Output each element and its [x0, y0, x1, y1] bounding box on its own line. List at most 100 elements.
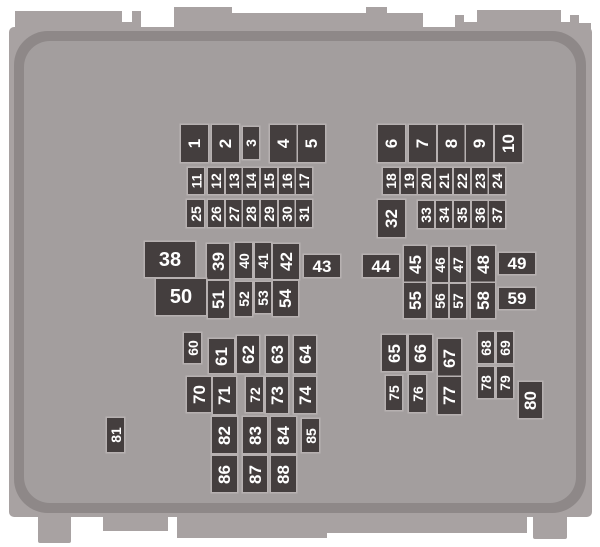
fuse-label: 2 [216, 138, 235, 149]
fuse-label: 4 [274, 138, 293, 149]
fuse-label: 34 [435, 206, 452, 223]
fuse-39: 39 [207, 244, 229, 279]
fuse-label: 35 [453, 206, 470, 223]
fuse-label: 66 [410, 343, 430, 363]
housing-top-fill-mid [464, 22, 478, 29]
fuse-label: 21 [435, 173, 452, 189]
fuse-label: 70 [189, 385, 209, 404]
fuse-label: 48 [473, 254, 493, 274]
fuse-label: 29 [260, 205, 277, 222]
fuse-79: 79 [497, 367, 513, 398]
fuse-64: 64 [294, 336, 316, 373]
fuse-14: 14 [243, 168, 259, 194]
fuse-13: 13 [226, 168, 242, 194]
fuse-label: 39 [208, 252, 228, 271]
fuse-label: 63 [267, 345, 287, 364]
housing-top-fill-left [122, 22, 134, 29]
fuse-9: 9 [466, 125, 493, 162]
fuse-26: 26 [208, 200, 224, 227]
fuse-label: 64 [295, 345, 315, 364]
fuse-8: 8 [438, 125, 465, 162]
housing-top-block-right [477, 10, 561, 29]
fuse-15: 15 [261, 168, 277, 194]
fuse-17: 17 [296, 168, 312, 194]
housing-top-edge-right [579, 23, 591, 29]
fuse-83: 83 [243, 417, 267, 453]
fuse-24: 24 [489, 168, 505, 194]
fuse-label: 5 [302, 138, 321, 149]
housing-bottom-tab-1 [38, 515, 71, 543]
fuse-80: 80 [519, 382, 542, 418]
fuse-19: 19 [401, 168, 417, 194]
fuse-28: 28 [243, 200, 259, 227]
fuse-78: 78 [478, 367, 494, 398]
fuse-label: 53 [254, 289, 271, 306]
fuse-48: 48 [471, 246, 495, 282]
fuse-84: 84 [271, 417, 296, 453]
fuse-37: 37 [489, 201, 505, 228]
fuse-label: 87 [245, 464, 265, 484]
fuse-49: 49 [499, 253, 535, 274]
fuse-77: 77 [438, 377, 461, 414]
fuse-label: 58 [473, 291, 493, 310]
fuse-57: 57 [450, 284, 466, 318]
fuse-18: 18 [383, 168, 399, 194]
fuse-30: 30 [279, 200, 295, 227]
fuse-60: 60 [184, 333, 201, 363]
fuse-label: 40 [235, 252, 252, 269]
fuse-85: 85 [302, 419, 319, 452]
fuse-label: 72 [246, 386, 263, 403]
fuse-label: 79 [496, 374, 513, 391]
fuse-87: 87 [243, 456, 267, 492]
fuse-61: 61 [209, 339, 234, 373]
fuse-label: 43 [312, 256, 332, 276]
fuse-label: 68 [477, 339, 494, 356]
fuse-label: 60 [184, 340, 201, 356]
fuse-58: 58 [471, 283, 495, 318]
fuse-74: 74 [294, 377, 316, 413]
fuse-6: 6 [378, 125, 405, 162]
fuse-label: 7 [413, 138, 432, 149]
fuse-33: 33 [418, 201, 434, 228]
fuse-label: 13 [225, 173, 242, 189]
fuse-label: 10 [498, 134, 518, 153]
fuse-27: 27 [226, 200, 242, 227]
fuse-label: 61 [211, 346, 231, 366]
housing-top-plateau [232, 13, 366, 29]
fuse-label: 65 [384, 343, 404, 363]
fuse-31: 31 [296, 200, 312, 227]
fuse-71: 71 [213, 377, 236, 414]
fuse-label: 47 [449, 256, 466, 273]
fuse-22: 22 [454, 168, 470, 194]
fuse-1: 1 [181, 125, 208, 162]
housing-top-fill-right [561, 22, 571, 29]
fuse-42: 42 [273, 244, 299, 279]
fuse-label: 80 [520, 390, 540, 410]
fuse-label: 27 [225, 205, 242, 222]
housing-bottom-tab-4 [327, 515, 527, 533]
fuse-88: 88 [271, 456, 296, 492]
fuse-label: 24 [488, 173, 505, 189]
fuse-21: 21 [436, 168, 452, 194]
fuse-label: 32 [381, 209, 401, 228]
fuse-label: 45 [405, 254, 425, 274]
housing-bottom-tab-2 [103, 515, 168, 531]
fuse-2: 2 [212, 125, 239, 162]
fuse-label: 17 [295, 173, 312, 189]
fuse-label: 81 [107, 427, 124, 443]
fuse-label: 26 [207, 205, 224, 222]
fuse-label: 77 [439, 386, 459, 405]
fuse-59: 59 [499, 288, 535, 309]
fuse-63: 63 [266, 336, 288, 373]
fuse-label: 55 [405, 291, 425, 310]
fuse-86: 86 [212, 456, 237, 492]
fuse-56: 56 [432, 284, 448, 318]
fuse-label: 3 [242, 139, 259, 147]
housing-top-block-left [15, 11, 122, 29]
fuse-label: 33 [417, 206, 434, 223]
fuse-52: 52 [235, 282, 252, 316]
housing-top-tab-2 [366, 7, 387, 29]
fuse-label: 57 [449, 293, 466, 309]
fuse-label: 8 [442, 138, 461, 149]
